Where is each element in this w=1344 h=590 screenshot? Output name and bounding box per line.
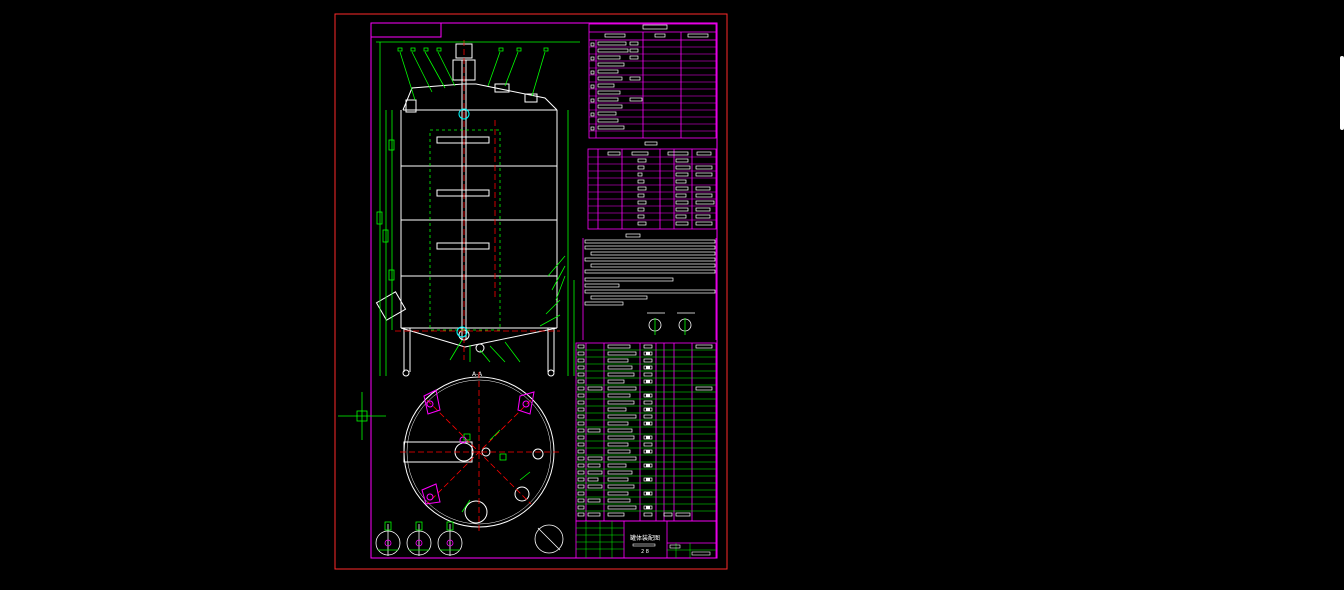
- weld-symbols: [647, 312, 695, 332]
- elevation-dimensions: [376, 41, 580, 376]
- plan-centerlines: [400, 372, 560, 532]
- crosshair-cursor-icon[interactable]: [338, 392, 386, 440]
- technical-notes: [584, 233, 716, 306]
- section-label: A-A: [472, 371, 483, 378]
- frame-corner-tab: [370, 22, 442, 38]
- nozzle-table-text: [607, 141, 715, 226]
- scrollbar-thumb[interactable]: [1340, 56, 1344, 130]
- title-block-grid: [576, 521, 716, 558]
- sheet-number: 2 8: [641, 549, 649, 555]
- technical-table-rows: [589, 46, 716, 132]
- plan-dimensions: [461, 429, 531, 513]
- title-block: [575, 520, 717, 559]
- tank-elevation: [375, 43, 558, 377]
- parts-list-dots: [646, 352, 650, 509]
- cyan-markers: [456, 108, 470, 338]
- parts-list: [575, 342, 717, 522]
- parts-list-text: [577, 344, 713, 517]
- nozzle-table-rows: [588, 156, 716, 221]
- detail-views-magenta: [384, 539, 454, 547]
- technical-table: [588, 23, 717, 139]
- drawing-frame: [370, 22, 718, 559]
- detail-views: [375, 524, 564, 556]
- weld-symbols-green: [654, 318, 686, 335]
- plan-magenta-lugs: [421, 389, 535, 505]
- technical-notes-frame: [582, 238, 717, 340]
- sheet-border: [334, 13, 728, 570]
- elevation-centerlines: [395, 40, 560, 360]
- drawing-title: 罐体装配图: [630, 534, 660, 542]
- detail-views-green: [378, 521, 460, 551]
- technical-table-text: [590, 24, 709, 131]
- parts-list-rows: [576, 349, 716, 512]
- title-block-text: [632, 543, 711, 556]
- nozzle-table: [587, 148, 717, 230]
